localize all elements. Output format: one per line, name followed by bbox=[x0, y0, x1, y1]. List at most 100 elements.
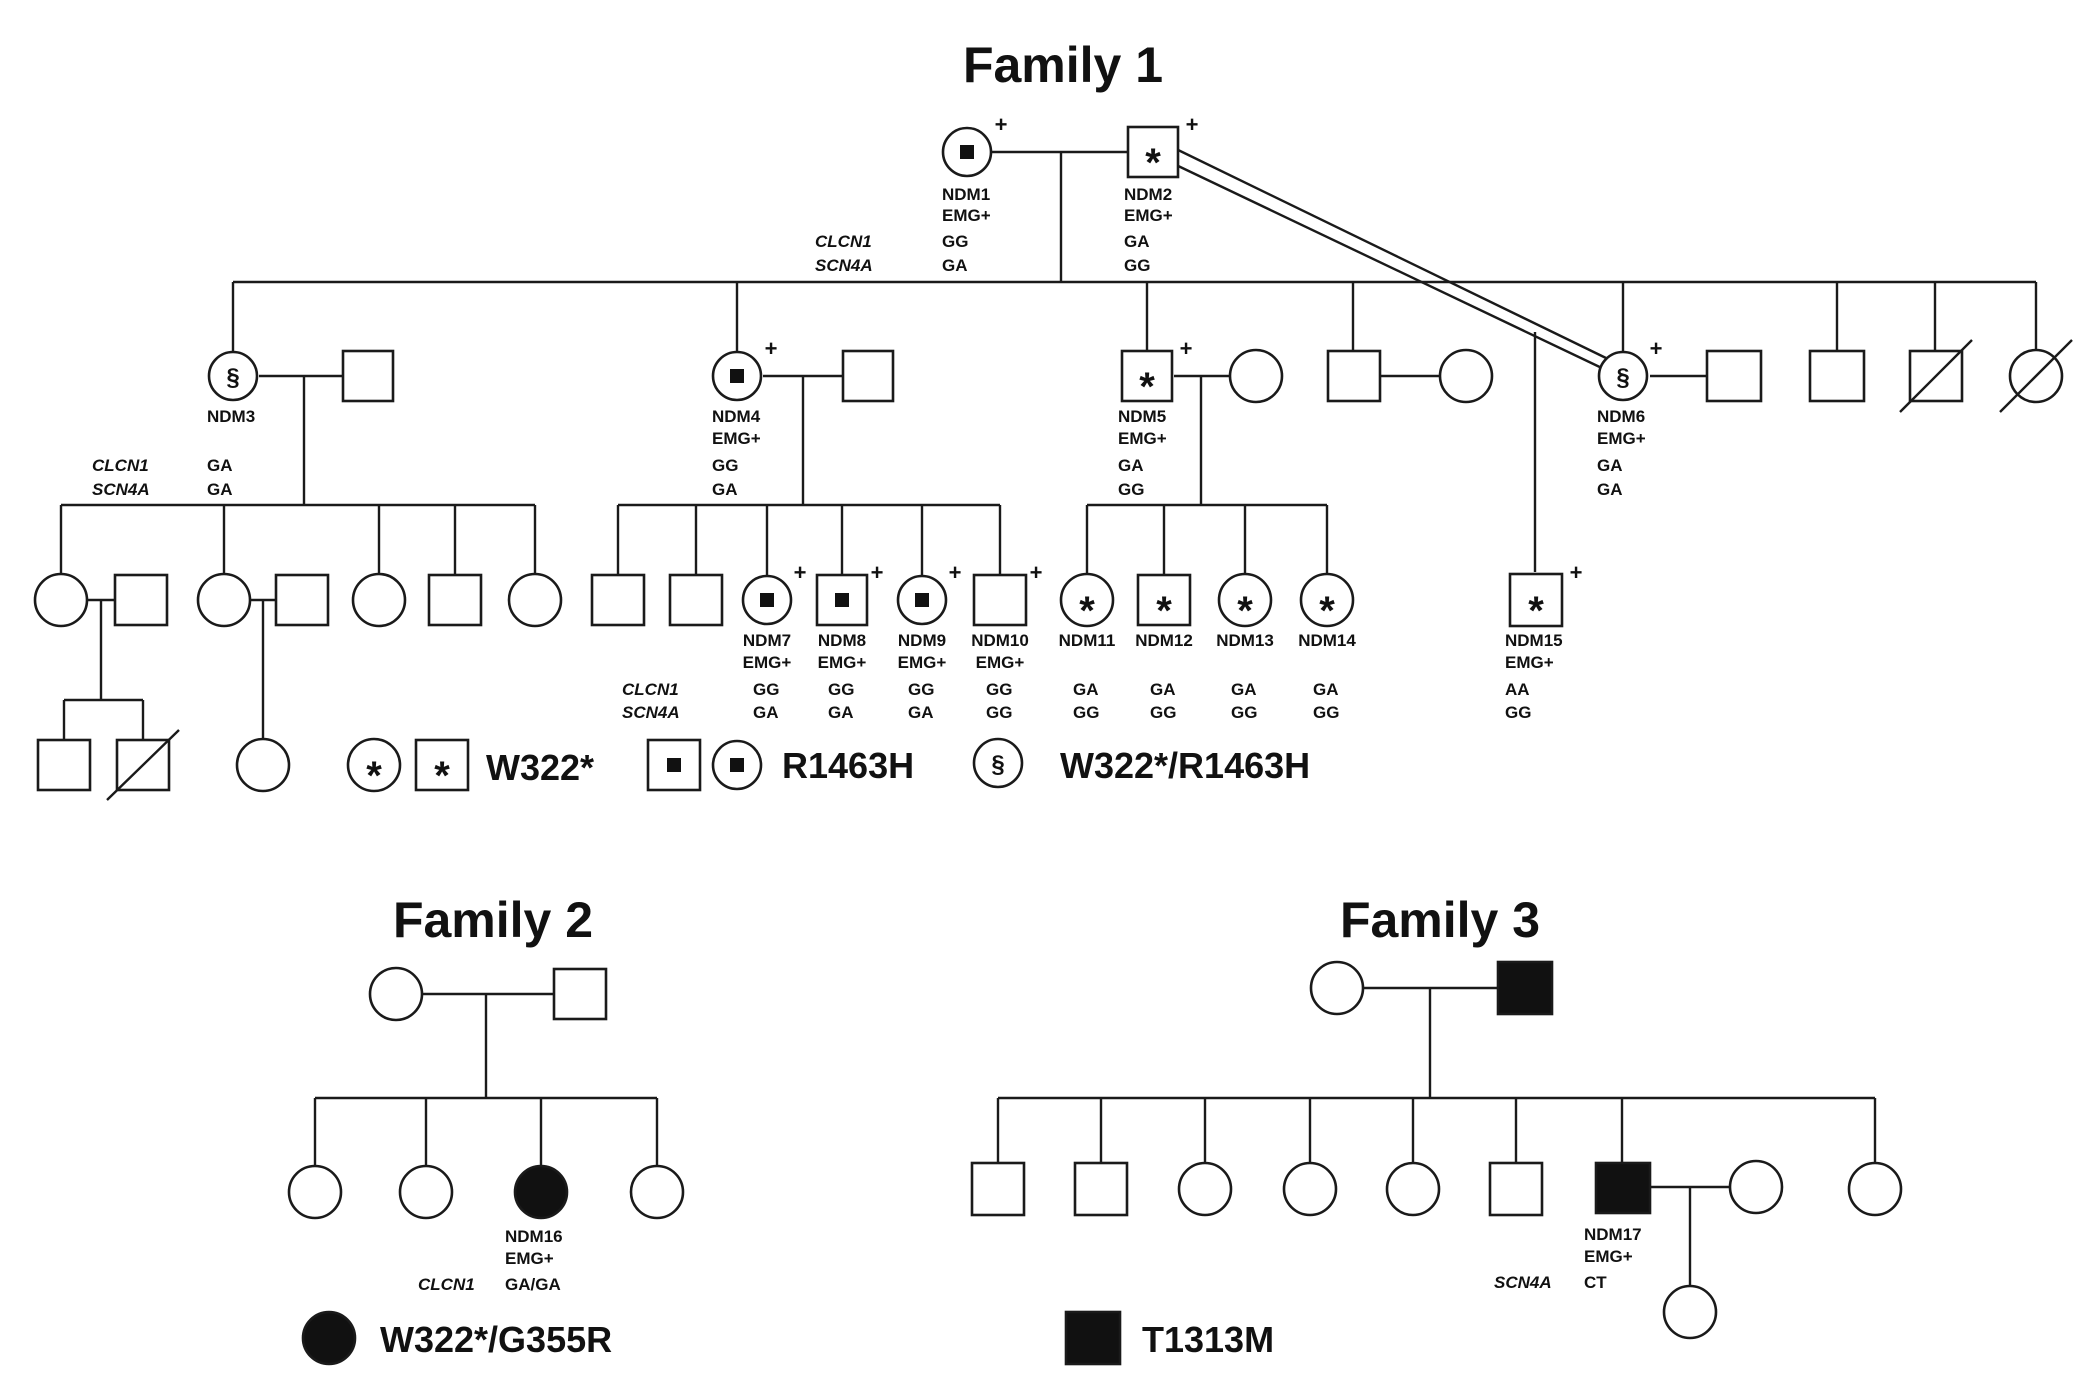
gene-label-scn4a: SCN4A bbox=[815, 256, 873, 275]
compound-het-marker: § bbox=[226, 364, 239, 391]
spouse-male bbox=[841, 349, 895, 403]
individual-female bbox=[1385, 1161, 1441, 1217]
ndm15-clcn1: AA bbox=[1505, 680, 1530, 699]
spouse-female bbox=[1438, 348, 1494, 404]
ndm7-individual: + NDM7 EMG+ GG GA bbox=[741, 560, 807, 722]
spouse-female bbox=[1728, 1159, 1784, 1215]
ndm11-label: NDM11 bbox=[1059, 631, 1116, 650]
compound-het-marker: § bbox=[1616, 364, 1629, 391]
ndm17-label: NDM17 bbox=[1584, 1225, 1642, 1244]
ndm8-label: NDM8 bbox=[818, 631, 866, 650]
individual-male bbox=[970, 1161, 1026, 1217]
legend-w322-label: W322* bbox=[486, 747, 594, 788]
family-1-title: Family 1 bbox=[963, 37, 1163, 93]
w322-marker: * bbox=[1145, 141, 1161, 185]
legend-t1313m-label: T1313M bbox=[1142, 1319, 1274, 1360]
ndm5-scn4a: GG bbox=[1118, 480, 1144, 499]
r1463h-marker bbox=[730, 369, 744, 383]
ndm1-scn4a: GA bbox=[942, 256, 968, 275]
ndm3-label: NDM3 bbox=[207, 407, 255, 426]
legend-t1313m: T1313M bbox=[1064, 1310, 1274, 1366]
ndm16-emg: EMG+ bbox=[505, 1249, 554, 1268]
gene-label-scn4a: SCN4A bbox=[622, 703, 680, 722]
individual-male bbox=[36, 738, 92, 792]
individual-male bbox=[427, 573, 483, 627]
tested-marker: + bbox=[1180, 336, 1193, 361]
gene-label-scn4a: SCN4A bbox=[1494, 1273, 1552, 1292]
sibling-male bbox=[1326, 349, 1382, 403]
ndm4-individual: + NDM4 EMG+ GG GA bbox=[711, 336, 777, 499]
ndm4-label: NDM4 bbox=[712, 407, 761, 426]
w322-marker: * bbox=[1319, 589, 1335, 633]
family2-father bbox=[552, 967, 608, 1021]
individual-female bbox=[196, 572, 252, 628]
family2-mother bbox=[368, 966, 424, 1022]
legend-compound: § W322*/R1463H bbox=[972, 737, 1310, 789]
svg-text:*: * bbox=[434, 754, 450, 798]
ndm5-emg: EMG+ bbox=[1118, 429, 1167, 448]
ndm10-label: NDM10 bbox=[971, 631, 1029, 650]
ndm8-scn4a: GA bbox=[828, 703, 854, 722]
individual-female bbox=[629, 1164, 685, 1220]
ndm13-individual: * NDM13 GA GG bbox=[1216, 572, 1274, 722]
tested-marker: + bbox=[794, 560, 807, 585]
ndm11-scn4a: GG bbox=[1073, 703, 1099, 722]
legend-r1463h: R1463H bbox=[646, 738, 914, 792]
spouse-male bbox=[113, 573, 169, 627]
tested-marker: + bbox=[1570, 560, 1583, 585]
ndm10-individual: + NDM10 EMG+ GG GG bbox=[971, 560, 1042, 722]
ndm10-scn4a: GG bbox=[986, 703, 1012, 722]
ndm15-individual: * + NDM15 EMG+ AA GG bbox=[1505, 560, 1582, 722]
ndm4-clcn1: GG bbox=[712, 456, 738, 475]
ndm1-individual: + NDM1 EMG+ GG GA bbox=[941, 112, 1007, 275]
gene-label-scn4a: SCN4A bbox=[92, 480, 150, 499]
ndm9-emg: EMG+ bbox=[898, 653, 947, 672]
ndm4-scn4a: GA bbox=[712, 480, 738, 499]
ndm5-individual: * + NDM5 EMG+ GA GG bbox=[1118, 336, 1192, 499]
ndm3-individual: § NDM3 GA GA bbox=[207, 350, 259, 499]
spouse-male bbox=[274, 573, 330, 627]
ndm2-scn4a: GG bbox=[1124, 256, 1150, 275]
pedigree-lines bbox=[59, 146, 2038, 1286]
ndm11-clcn1: GA bbox=[1073, 680, 1099, 699]
ndm9-scn4a: GA bbox=[908, 703, 934, 722]
ndm10-clcn1: GG bbox=[986, 680, 1012, 699]
w322-marker: * bbox=[1528, 589, 1544, 633]
spouse-male bbox=[341, 349, 395, 403]
ndm7-scn4a: GA bbox=[753, 703, 779, 722]
individual-male bbox=[590, 573, 646, 627]
ndm3-clcn1: GA bbox=[207, 456, 233, 475]
ndm15-emg: EMG+ bbox=[1505, 653, 1554, 672]
svg-text:§: § bbox=[991, 751, 1004, 778]
family3-father bbox=[1496, 960, 1554, 1016]
individual-female bbox=[235, 737, 291, 793]
sibling-female-deceased bbox=[1999, 339, 2073, 413]
tested-marker: + bbox=[871, 560, 884, 585]
ndm2-emg: EMG+ bbox=[1124, 206, 1173, 225]
r1463h-marker bbox=[760, 593, 774, 607]
gene-label-clcn1: CLCN1 bbox=[92, 456, 149, 475]
ndm6-clcn1: GA bbox=[1597, 456, 1623, 475]
gene-label-clcn1: CLCN1 bbox=[815, 232, 872, 251]
ndm6-individual: § + NDM6 EMG+ GA GA bbox=[1597, 336, 1662, 499]
ndm2-clcn1: GA bbox=[1124, 232, 1150, 251]
r1463h-marker bbox=[835, 593, 849, 607]
ndm1-label: NDM1 bbox=[942, 185, 990, 204]
w322-marker: * bbox=[1156, 589, 1172, 633]
ndm7-emg: EMG+ bbox=[743, 653, 792, 672]
individual-female bbox=[1282, 1161, 1338, 1217]
ndm8-emg: EMG+ bbox=[818, 653, 867, 672]
individual-male bbox=[668, 573, 724, 627]
ndm12-individual: * NDM12 GA GG bbox=[1135, 573, 1193, 722]
ndm9-clcn1: GG bbox=[908, 680, 934, 699]
w322-marker: * bbox=[1079, 589, 1095, 633]
ndm8-individual: + NDM8 EMG+ GG GA bbox=[815, 560, 884, 722]
w322-marker: * bbox=[1139, 365, 1155, 409]
individual-female bbox=[33, 572, 89, 628]
sibling-male-deceased bbox=[1899, 339, 1973, 413]
ndm8-clcn1: GG bbox=[828, 680, 854, 699]
ndm16-label: NDM16 bbox=[505, 1227, 563, 1246]
ndm3-scn4a: GA bbox=[207, 480, 233, 499]
individual-male bbox=[1488, 1161, 1544, 1217]
